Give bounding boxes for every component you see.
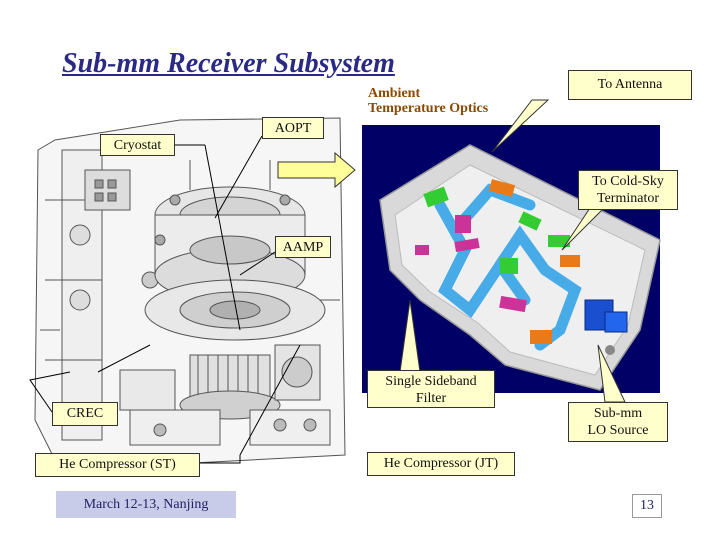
he-st-pointer xyxy=(200,455,241,464)
cryostat-label: Cryostat xyxy=(100,134,175,156)
crec-pointer-line xyxy=(97,344,151,373)
to-antenna-label: To Antenna xyxy=(568,70,692,100)
slide-title: Sub-mm Receiver Subsystem xyxy=(62,48,395,79)
aopt-label: AOPT xyxy=(262,117,324,139)
cryostat-pointer-line xyxy=(204,144,241,331)
he-st-pointer-line xyxy=(239,344,301,456)
aamp-label: AAMP xyxy=(275,236,331,258)
footer-date: March 12-13, Nanjing xyxy=(56,491,236,518)
lo-source-pointer xyxy=(597,344,626,403)
aamp-pointer xyxy=(239,251,276,276)
zoom-arrow xyxy=(277,151,356,189)
he-compressor-jt-label: He Compressor (JT) xyxy=(367,452,515,476)
he-compressor-st-label: He Compressor (ST) xyxy=(35,453,200,477)
ssb-filter-pointer xyxy=(399,299,421,373)
to-antenna-pointer xyxy=(491,99,550,153)
crec-pointer xyxy=(29,371,71,413)
single-sideband-filter-label: Single Sideband Filter xyxy=(367,370,495,408)
ambient-temperature-optics-label: Ambient Temperature Optics xyxy=(368,86,489,116)
cold-sky-pointer xyxy=(561,207,606,251)
aopt-pointer xyxy=(214,135,263,219)
crec-label: CREC xyxy=(52,402,118,426)
page-number: 13 xyxy=(632,494,662,518)
to-cold-sky-terminator-label: To Cold-Sky Terminator xyxy=(578,170,678,210)
submm-lo-source-label: Sub-mm LO Source xyxy=(568,402,668,442)
